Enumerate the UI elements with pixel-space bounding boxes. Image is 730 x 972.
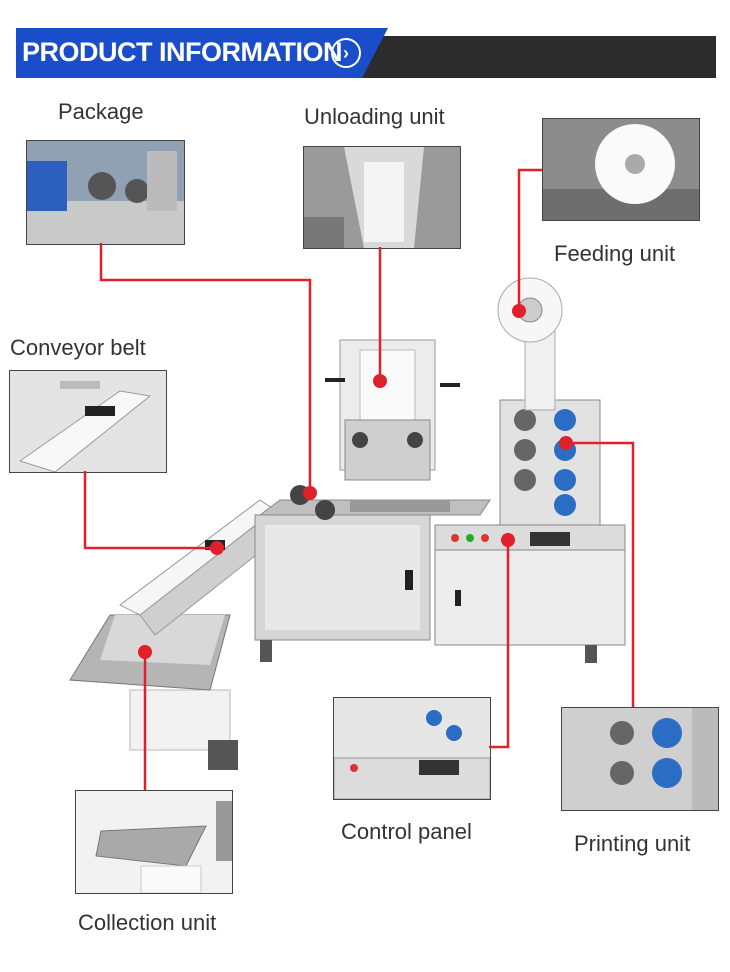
package-leader-line: [99, 243, 312, 493]
chevron-right-icon: ›: [331, 38, 361, 68]
collection-unit-photo: [75, 790, 233, 894]
conveyor-marker: [210, 541, 224, 555]
conveyor-belt-photo: [9, 370, 167, 473]
printing-unit-label: Printing unit: [574, 831, 691, 856]
control-panel-photo: [333, 697, 491, 800]
package-label: Package: [58, 99, 144, 124]
header-dark-bar: [356, 36, 716, 78]
control-panel-marker: [501, 533, 515, 547]
printing-unit-photo: [561, 707, 719, 811]
package-photo: [26, 140, 185, 245]
control-panel-leader-line: [489, 540, 510, 749]
machine-illustration: [69, 277, 626, 770]
unloading-marker: [373, 374, 387, 388]
conveyor-belt-label: Conveyor belt: [10, 335, 146, 360]
feeding-unit-label: Feeding unit: [554, 241, 676, 266]
package-marker: [303, 486, 317, 500]
unloading-unit-photo: [303, 146, 461, 249]
header-banner: PRODUCT INFORMATION ›: [16, 28, 716, 80]
printing-marker: [559, 436, 573, 450]
collection-marker: [138, 645, 152, 659]
header-blue-panel: PRODUCT INFORMATION ›: [16, 28, 388, 78]
feeding-marker: [512, 304, 526, 318]
feeding-leader-line: [517, 168, 542, 311]
control-panel-label: Control panel: [341, 819, 472, 844]
feeding-unit-photo: [542, 118, 700, 221]
printing-leader-line: [566, 441, 635, 707]
collection-unit-label: Collection unit: [78, 910, 217, 935]
page-title: PRODUCT INFORMATION: [22, 37, 342, 67]
unloading-unit-label: Unloading unit: [304, 104, 445, 129]
conveyor-leader-line: [83, 471, 217, 550]
